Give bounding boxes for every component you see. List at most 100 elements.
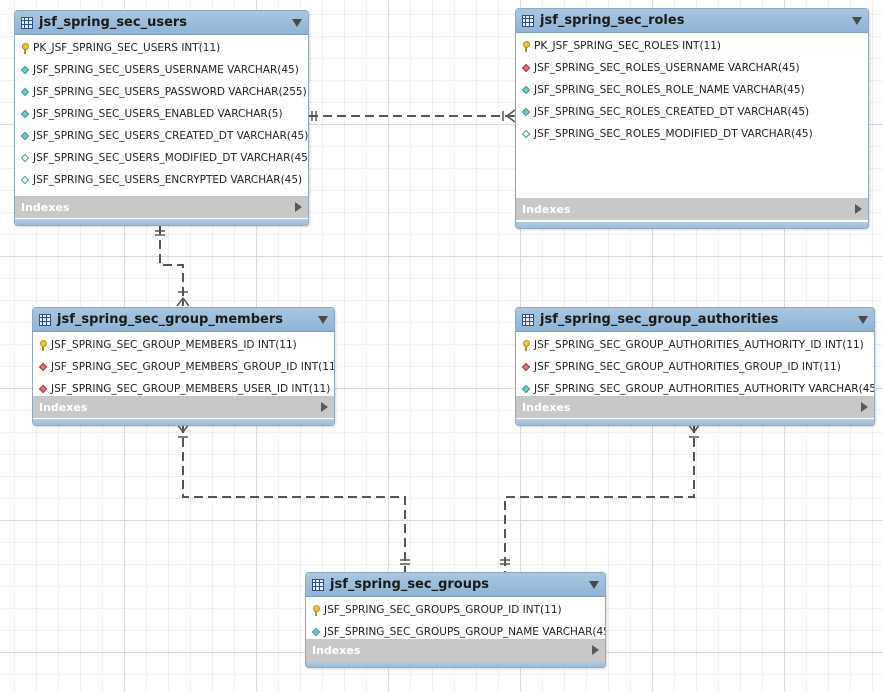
table-footer xyxy=(306,661,605,667)
column-row[interactable]: JSF_SPRING_SEC_GROUP_AUTHORITIES_GROUP_I… xyxy=(516,356,874,378)
table-header[interactable]: jsf_spring_sec_group_authorities xyxy=(516,308,874,332)
expand-arrow-icon[interactable] xyxy=(861,402,868,412)
relationship-group-authorities-groups xyxy=(504,424,695,572)
table-jsf-spring-sec-group-authorities[interactable]: jsf_spring_sec_group_authorities JSF_SPR… xyxy=(515,307,875,426)
column-row[interactable]: JSF_SPRING_SEC_GROUP_MEMBERS_ID INT(11) xyxy=(33,334,334,356)
column-label: JSF_SPRING_SEC_USERS_PASSWORD VARCHAR(25… xyxy=(33,86,307,98)
collapse-icon[interactable] xyxy=(589,580,599,589)
indexes-label: Indexes xyxy=(522,202,571,216)
column-row[interactable]: JSF_SPRING_SEC_GROUP_AUTHORITIES_AUTHORI… xyxy=(516,334,874,356)
indexes-label: Indexes xyxy=(39,400,88,414)
column-list: JSF_SPRING_SEC_GROUPS_GROUP_ID INT(11) J… xyxy=(306,597,605,643)
column-label: JSF_SPRING_SEC_USERS_USERNAME VARCHAR(45… xyxy=(33,64,299,76)
column-label: JSF_SPRING_SEC_GROUP_MEMBERS_USER_ID INT… xyxy=(51,383,331,395)
table-footer xyxy=(15,219,308,225)
table-title: jsf_spring_sec_groups xyxy=(330,577,490,592)
column-label: JSF_SPRING_SEC_USERS_ENABLED VARCHAR(5) xyxy=(33,108,283,120)
table-title: jsf_spring_sec_roles xyxy=(540,13,685,28)
column-icon xyxy=(20,65,30,75)
column-icon xyxy=(521,85,531,95)
indexes-section[interactable]: Indexes xyxy=(15,196,308,218)
column-label: JSF_SPRING_SEC_GROUPS_GROUP_NAME VARCHAR… xyxy=(324,626,606,638)
column-row[interactable]: JSF_SPRING_SEC_USERS_CREATED_DT VARCHAR(… xyxy=(15,125,308,147)
column-icon xyxy=(521,384,531,394)
nullable-column-icon xyxy=(521,129,531,139)
crowfoot-marker xyxy=(506,109,516,123)
table-title: jsf_spring_sec_group_members xyxy=(57,312,283,327)
column-label: PK_JSF_SPRING_SEC_ROLES INT(11) xyxy=(534,40,721,52)
column-label: JSF_SPRING_SEC_GROUP_MEMBERS_GROUP_ID IN… xyxy=(51,361,335,373)
table-header[interactable]: jsf_spring_sec_group_members xyxy=(33,308,334,332)
column-row[interactable]: PK_JSF_SPRING_SEC_USERS INT(11) xyxy=(15,37,308,59)
column-label: JSF_SPRING_SEC_GROUPS_GROUP_ID INT(11) xyxy=(324,604,562,616)
indexes-section[interactable]: Indexes xyxy=(33,396,334,418)
table-icon xyxy=(312,578,324,591)
table-header[interactable]: jsf_spring_sec_roles xyxy=(516,9,868,33)
expand-arrow-icon[interactable] xyxy=(295,202,302,212)
primary-key-icon xyxy=(521,41,531,52)
column-row[interactable]: JSF_SPRING_SEC_ROLES_MODIFIED_DT VARCHAR… xyxy=(516,123,868,145)
column-list: PK_JSF_SPRING_SEC_ROLES INT(11) JSF_SPRI… xyxy=(516,33,868,145)
foreign-key-icon xyxy=(521,362,531,372)
indexes-section[interactable]: Indexes xyxy=(306,639,605,661)
primary-key-icon xyxy=(38,340,48,351)
table-header[interactable]: jsf_spring_sec_groups xyxy=(306,573,605,597)
relationship-group-members-groups xyxy=(182,424,406,572)
crowfoot-marker xyxy=(176,297,190,307)
table-icon xyxy=(522,313,534,326)
column-icon xyxy=(20,87,30,97)
column-row[interactable]: JSF_SPRING_SEC_ROLES_USERNAME VARCHAR(45… xyxy=(516,57,868,79)
column-row[interactable]: JSF_SPRING_SEC_USERS_ENCRYPTED VARCHAR(4… xyxy=(15,169,308,191)
table-jsf-spring-sec-group-members[interactable]: jsf_spring_sec_group_members JSF_SPRING_… xyxy=(32,307,335,426)
column-row[interactable]: JSF_SPRING_SEC_USERS_ENABLED VARCHAR(5) xyxy=(15,103,308,125)
column-label: PK_JSF_SPRING_SEC_USERS INT(11) xyxy=(33,42,221,54)
collapse-icon[interactable] xyxy=(292,18,302,27)
foreign-key-icon xyxy=(38,384,48,394)
column-row[interactable]: JSF_SPRING_SEC_GROUP_AUTHORITIES_AUTHORI… xyxy=(516,378,874,400)
primary-key-icon xyxy=(311,605,321,616)
column-row[interactable]: PK_JSF_SPRING_SEC_ROLES INT(11) xyxy=(516,35,868,57)
column-label: JSF_SPRING_SEC_USERS_MODIFIED_DT VARCHAR… xyxy=(33,152,309,164)
indexes-section[interactable]: Indexes xyxy=(516,396,874,418)
expand-arrow-icon[interactable] xyxy=(321,402,328,412)
table-header[interactable]: jsf_spring_sec_users xyxy=(15,11,308,35)
column-label: JSF_SPRING_SEC_GROUP_AUTHORITIES_AUTHORI… xyxy=(534,339,864,351)
foreign-key-icon xyxy=(521,63,531,73)
column-row[interactable]: JSF_SPRING_SEC_USERS_USERNAME VARCHAR(45… xyxy=(15,59,308,81)
column-row[interactable]: JSF_SPRING_SEC_ROLES_ROLE_NAME VARCHAR(4… xyxy=(516,79,868,101)
table-jsf-spring-sec-roles[interactable]: jsf_spring_sec_roles PK_JSF_SPRING_SEC_R… xyxy=(515,8,869,229)
column-row[interactable]: JSF_SPRING_SEC_GROUP_MEMBERS_GROUP_ID IN… xyxy=(33,356,334,378)
nullable-column-icon xyxy=(20,153,30,163)
column-label: JSF_SPRING_SEC_USERS_CREATED_DT VARCHAR(… xyxy=(33,130,309,142)
expand-arrow-icon[interactable] xyxy=(855,204,862,214)
nullable-column-icon xyxy=(20,175,30,185)
table-jsf-spring-sec-groups[interactable]: jsf_spring_sec_groups JSF_SPRING_SEC_GRO… xyxy=(305,572,606,668)
foreign-key-icon xyxy=(38,362,48,372)
column-row[interactable]: JSF_SPRING_SEC_GROUP_MEMBERS_USER_ID INT… xyxy=(33,378,334,400)
collapse-icon[interactable] xyxy=(318,315,328,324)
table-icon xyxy=(39,313,51,326)
primary-key-icon xyxy=(521,340,531,351)
column-list: JSF_SPRING_SEC_GROUP_AUTHORITIES_AUTHORI… xyxy=(516,332,874,400)
table-title: jsf_spring_sec_users xyxy=(39,15,188,30)
column-label: JSF_SPRING_SEC_ROLES_USERNAME VARCHAR(45… xyxy=(534,62,800,74)
indexes-label: Indexes xyxy=(522,400,571,414)
column-row[interactable]: JSF_SPRING_SEC_ROLES_CREATED_DT VARCHAR(… xyxy=(516,101,868,123)
table-icon xyxy=(522,14,534,27)
expand-arrow-icon[interactable] xyxy=(592,645,599,655)
column-row[interactable]: JSF_SPRING_SEC_GROUPS_GROUP_ID INT(11) xyxy=(306,599,605,621)
column-list: PK_JSF_SPRING_SEC_USERS INT(11) JSF_SPRI… xyxy=(15,35,308,191)
collapse-icon[interactable] xyxy=(852,16,862,25)
column-row[interactable]: JSF_SPRING_SEC_USERS_PASSWORD VARCHAR(25… xyxy=(15,81,308,103)
table-footer xyxy=(516,419,874,425)
table-jsf-spring-sec-users[interactable]: jsf_spring_sec_users PK_JSF_SPRING_SEC_U… xyxy=(14,10,309,226)
collapse-icon[interactable] xyxy=(858,315,868,324)
column-label: JSF_SPRING_SEC_USERS_ENCRYPTED VARCHAR(4… xyxy=(33,174,303,186)
column-list: JSF_SPRING_SEC_GROUP_MEMBERS_ID INT(11) … xyxy=(33,332,334,400)
column-row[interactable]: JSF_SPRING_SEC_GROUPS_GROUP_NAME VARCHAR… xyxy=(306,621,605,643)
table-footer xyxy=(516,222,868,228)
column-row[interactable]: JSF_SPRING_SEC_USERS_MODIFIED_DT VARCHAR… xyxy=(15,147,308,169)
column-label: JSF_SPRING_SEC_GROUP_AUTHORITIES_GROUP_I… xyxy=(534,361,841,373)
primary-key-icon xyxy=(20,43,30,54)
indexes-section[interactable]: Indexes xyxy=(516,198,868,220)
